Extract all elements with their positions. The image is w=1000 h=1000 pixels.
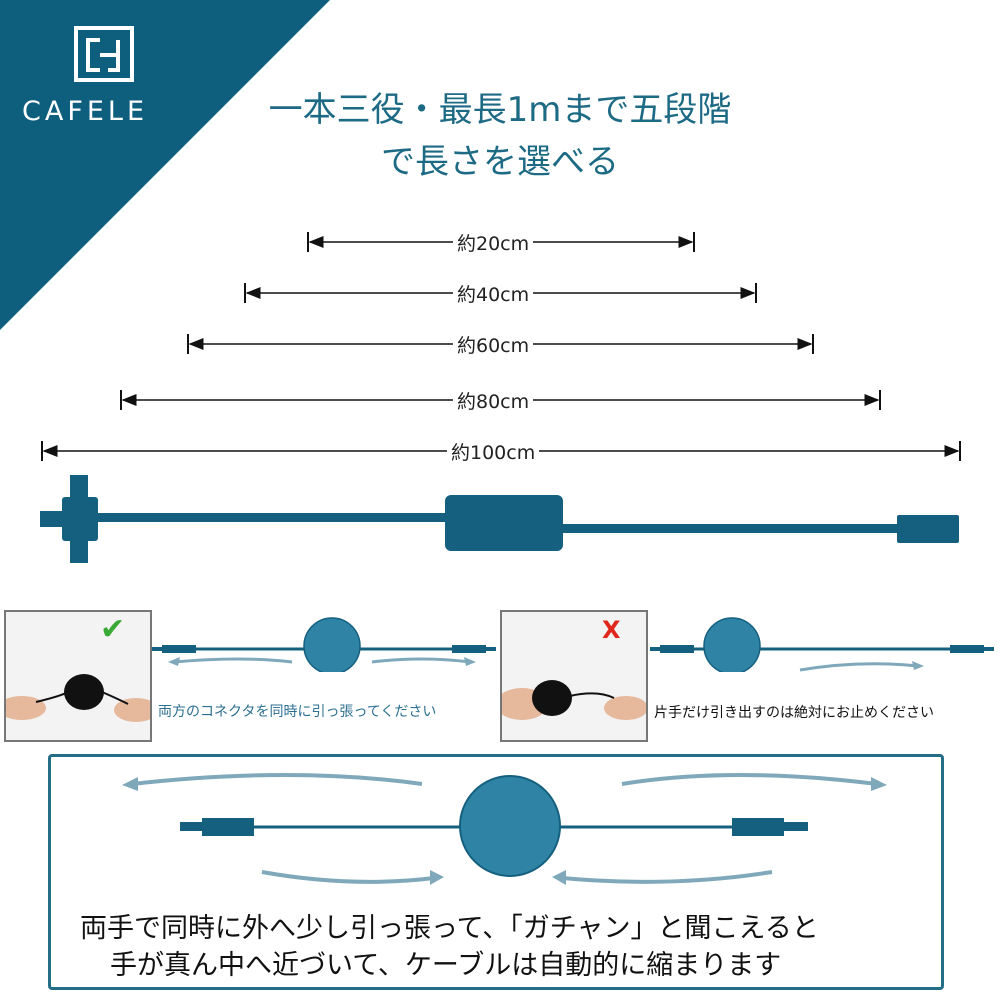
length-label-60cm: 約60cm bbox=[453, 331, 534, 358]
length-label-80cm: 約80cm bbox=[453, 387, 534, 414]
correct-usage-caption: 両方のコネクタを同時に引っ張ってください bbox=[158, 704, 437, 720]
length-label-20cm: 約20cm bbox=[453, 229, 534, 256]
length-label-100cm: 約100cm bbox=[447, 438, 540, 465]
usb-plug-icon bbox=[897, 515, 959, 543]
instruction-line-1: 両手で同時に外へ少し引っ張って、「ガチャン」と聞こえると bbox=[80, 913, 819, 944]
brand-logo-icon bbox=[74, 26, 134, 82]
headline-line-2: で長さを選べる bbox=[381, 142, 619, 182]
retract-mechanism-diagram bbox=[122, 773, 887, 885]
cable-illustration bbox=[40, 475, 959, 563]
cable-reel bbox=[445, 495, 563, 551]
check-mark-icon: ✔ bbox=[100, 612, 126, 647]
cable-left bbox=[96, 513, 448, 522]
wrong-usage-caption: 片手だけ引き出すのは絶対にお止めください bbox=[654, 705, 934, 721]
headline-line-1: 一本三役・最長1mまで五段階 bbox=[268, 90, 732, 130]
correct-usage-diagram bbox=[152, 617, 496, 672]
photo-correct-usage bbox=[4, 610, 152, 742]
cable-right bbox=[563, 524, 899, 533]
brand-name: CAFELE bbox=[22, 96, 149, 127]
photo-wrong-usage bbox=[500, 610, 648, 742]
three-way-connector-icon bbox=[40, 475, 98, 563]
wrong-usage-diagram bbox=[650, 617, 994, 672]
brand-corner-banner bbox=[0, 0, 330, 330]
cross-mark-icon: X bbox=[602, 616, 621, 644]
instruction-line-2: 手が真ん中へ近づいて、ケーブルは自動的に縮まります bbox=[110, 950, 782, 981]
instruction-panel bbox=[48, 754, 944, 990]
length-label-40cm: 約40cm bbox=[453, 280, 534, 307]
